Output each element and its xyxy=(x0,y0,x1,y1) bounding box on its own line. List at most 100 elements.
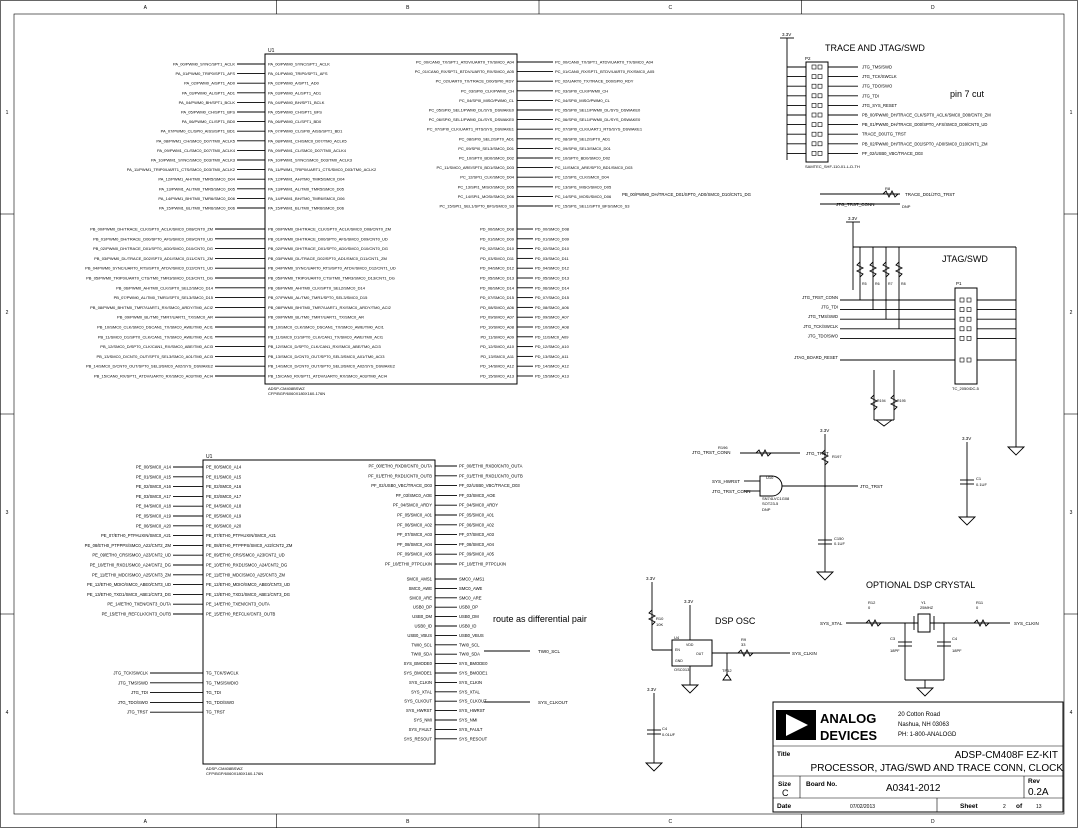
net-label: PE_07/ETH0_PTPAUXIN/SMC0_A21 xyxy=(101,533,172,538)
crystal xyxy=(917,613,931,633)
net-label: PF_09/SMC0_A05 xyxy=(459,552,495,557)
trace-jtag-section: TRACE AND JTAG/SWD pin 7 cut 3.3V P2 JTG… xyxy=(622,32,991,209)
trace-signal-label: PB_01/PWM0_DH/TRACE_D00/SPT0_AFS/SMC0_D0… xyxy=(862,122,987,127)
pin-label: PE_01/SMC0_A15 xyxy=(206,474,242,479)
jtag-conn-part: TC_2050IDC-5 xyxy=(952,386,980,391)
zone-col-top-label: C xyxy=(668,5,672,11)
u1-top-part-note: ADSP-CM408BSWZ xyxy=(268,386,305,391)
pin-label: SMC0_AWE xyxy=(409,586,433,591)
net-label: PD_09/SMC0_A07 xyxy=(535,315,570,320)
zone-row-left-label: 4 xyxy=(6,710,9,716)
jtag-signal-label: JTAG_BOARD_RESET xyxy=(794,355,838,360)
pin-label: PF_01/ETH0_RXD1/CNT0_OUTB xyxy=(368,473,432,478)
net-label: PC_11/SMC0_ARE/SPT0_BD1/SMC0_D03 xyxy=(555,165,633,170)
trace-signal-label: JTG_TDI xyxy=(862,93,879,98)
trace-dnp: DNP xyxy=(902,204,911,209)
pin-label: PE_09/ETH0_CRS/SMC0_A23/CNT2_UD xyxy=(206,553,285,558)
pin-label: TWI0_SDA xyxy=(411,652,432,657)
net-label: PF_00/ETH0_RXD0/CNT0_OUTA xyxy=(459,464,523,469)
net-label: USB0_DP xyxy=(459,605,478,610)
pin-label: PD_06/SMC0_D14 xyxy=(480,285,515,290)
zone-col-bottom-label: D xyxy=(931,819,935,825)
net-label: PB_10/SMC0_CLK/SMC0_DSCAN1_TX/SMC0_AWE/T… xyxy=(97,325,214,330)
jtag-pin-label: TG_TRST xyxy=(206,710,226,715)
pin-label: PF_04/SMC0_ARDY xyxy=(393,503,432,508)
net-label: PC_04/SPI0_MISO/PWM0_CL xyxy=(555,98,611,103)
u1-top-package-note: CFP/BGP/6060X180X160-176N xyxy=(268,391,325,396)
pin-label: PF_00/ETH0_RXD0/CNT0_OUTA xyxy=(369,464,433,469)
pin-label: PF_05/SMC0_A01 xyxy=(397,513,433,518)
net-label: PB_02/PWM0_DH/TRACE_D01/SPT0_AD0/SMC0_D1… xyxy=(93,246,213,251)
pin-label: PA_03/PWM0_AL/SPT1_AD1 xyxy=(268,90,322,95)
net-label: PD_06/SMC0_D14 xyxy=(535,285,570,290)
pin-label: PC_04/SPI0_MISO/PWM0_CL xyxy=(459,98,515,103)
pin-label: PB_11/SMC0_D1/SPT0_CLK/CAN1_TX/SMC0_AWE/… xyxy=(268,334,384,339)
trace-pin-pad xyxy=(811,131,817,137)
trace-pin-pad xyxy=(817,93,823,99)
net-label: PF_08/SMC0_A04 xyxy=(459,542,495,547)
zone-col-top-label: B xyxy=(406,5,410,11)
net-label: PE_11/ETH0_MDC/SMC0_A25/CNT3_ZM xyxy=(92,572,172,577)
u1-bottom-right-lower-pins: SMC0_AMS1SMC0_AMS1SMC0_AWESMC0_AWESMC0_A… xyxy=(404,577,488,742)
trst-in1: JTG_TRST_CONN xyxy=(692,450,731,455)
twi-scl-out: TWI0_SCL xyxy=(538,649,561,654)
pin-label: PB_06/PWM0_AH/TM0_CLK/SPT0_SEL2/SMC0_D14 xyxy=(268,285,366,290)
pin-label: SYS_FAULT xyxy=(409,727,433,732)
pin-label: PC_10/SPT0_BD0/SMC0_D02 xyxy=(459,156,515,161)
trst-in3: JTG_TRST_CONN xyxy=(712,489,751,494)
net-label: PC_05/SPI0_SEL1/PWM0_DL/SYS_DSWAKE0 xyxy=(555,108,641,113)
zone-row-right-label: 1 xyxy=(1070,110,1073,116)
pin-label: PB_12/SMC0_D/SPT0_CLK/CAN1_RX/SMC0_ABE/T… xyxy=(268,344,381,349)
net-label: PF_06/SMC0_A02 xyxy=(459,522,495,527)
pin-label: PC_07/SPI0_CLK/UART1_RTS/SYS_DSWAKE1 xyxy=(427,127,515,132)
c1-pwr: 3.3V xyxy=(962,436,971,441)
net-label: PD_04/SMC0_D12 xyxy=(535,266,570,271)
rev-value: 0.2A xyxy=(1028,787,1049,798)
net-label: PB_15/CAN0_RX/SPT1_ATDV/UART0_RX/SMC0_A0… xyxy=(94,374,214,379)
and-gate xyxy=(759,475,783,497)
u1-bottom-right-pins: PF_00/ETH0_RXD0/CNT0_OUTA PF_00/ETH0_RXD0… xyxy=(368,464,523,567)
crystal-right-net: SYS_CLKIN xyxy=(1014,621,1039,626)
pin-label: PA_01/PWM0_TRIP0/SPT1_AFS xyxy=(268,71,328,76)
net-label: PB_11/SMC0_D1/SPT0_CLK/CAN1_TX/SMC0_AWE/… xyxy=(98,334,214,339)
trace-resistor-net: PB_00/PWM0_DH/TRACE_D01/SPT0_AD0/SMC0_D1… xyxy=(622,192,752,197)
pin-label: PD_03/SMC0_D11 xyxy=(480,256,514,261)
pin-label: PC_09/SPI0_SEL3/SMC0_D01 xyxy=(458,146,515,151)
jtag-pin-pad xyxy=(966,357,972,363)
pin-label: USB0_VBUS xyxy=(407,633,432,638)
net-label: PF_02/USB0_VBC/TRACE_D03 xyxy=(459,483,520,488)
zone-row-left-label: 1 xyxy=(6,110,9,116)
pin-label: PE_07/ETH0_PTPAUXIN/SMC0_A21 xyxy=(206,533,277,538)
trace-signal-label: JTG_TCK/SWCLK xyxy=(862,74,897,79)
pin-label: PF_10/ETH0_PTPCLKIN xyxy=(385,562,432,567)
trace-pin-pad xyxy=(817,131,823,137)
crystal-c-left-val: 18PF xyxy=(890,648,900,653)
drawing-frame xyxy=(13,13,1065,815)
pin-label: PD_02/SMC0_D10 xyxy=(480,246,515,251)
net-label: PC_02/UART0_TX/TRACE_D00/SPI0_RDY xyxy=(555,79,634,84)
pullup-ref: R5 xyxy=(862,282,867,286)
osc-r1: R10 xyxy=(656,616,664,621)
crystal-r-right-val: 0 xyxy=(976,605,979,610)
gate-dnp: DNP xyxy=(762,507,771,512)
board-no-label: Board No. xyxy=(806,781,837,788)
net-label: SYS_CLKOUT xyxy=(459,699,487,704)
trace-pin-pad xyxy=(817,151,823,156)
pin-label: PA_14/PWM1_BH/TM0_TMR6/SMC0_D06 xyxy=(268,196,345,201)
of-label: of xyxy=(1016,803,1023,810)
pin-label: PE_13/ETH0_TXD1/SMC0_ABE1/CNT3_DG xyxy=(206,592,290,597)
title-block: ANALOG DEVICES 20 Cotton Road Nashua, NH… xyxy=(772,701,1064,813)
pin-label: PF_02/USB0_VBC/TRACE_D03 xyxy=(371,483,432,488)
pin-label: PD_01/SMC0_D09 xyxy=(480,236,515,241)
pin-label: PA_11/PWM1_TRIP0/UART1_CTS/SMC0_D03/TM0_… xyxy=(268,167,377,172)
crystal-r-left-val: 0 xyxy=(868,605,871,610)
pin-label: PB_13/SMC0_D/CNT0_OUT/SPT0_SEL3/SMC0_A01… xyxy=(268,354,385,359)
pin-label: SYS_CLKIN xyxy=(409,680,432,685)
pin-label: PD_05/SMC0_D13 xyxy=(480,276,515,281)
jtag-signal-label: JTG_TDO/SWO xyxy=(808,333,839,338)
crystal-c-right: C4 xyxy=(952,636,958,641)
pin-label: PC_06/SPI0_SEL1/PWM0_DL/SYS_DSWAKE0 xyxy=(429,117,515,122)
dsp-osc-section: route as differential pair DSP OSC 3.3V … xyxy=(493,576,817,772)
